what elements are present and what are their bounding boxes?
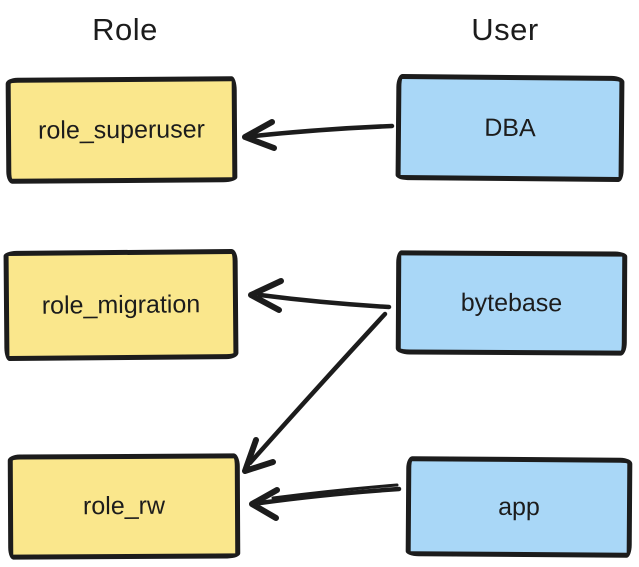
role-node-role-superuser: role_superuser	[5, 76, 238, 184]
user-node-dba: DBA	[395, 74, 625, 182]
user-node-bytebase: bytebase	[395, 250, 628, 356]
arrow-bytebase-to-role-rw	[242, 311, 388, 474]
arrow-bytebase-to-role-migration	[248, 278, 392, 313]
arrow-dba-to-role-superuser	[242, 119, 395, 151]
arrow-app-to-role-rw	[249, 483, 402, 521]
column-title-role: Role	[92, 12, 158, 47]
role-node-role-migration: role_migration	[3, 248, 239, 362]
user-node-app: app	[405, 456, 633, 558]
role-node-role-rw: role_rw	[7, 453, 241, 560]
column-title-user: User	[471, 12, 539, 47]
